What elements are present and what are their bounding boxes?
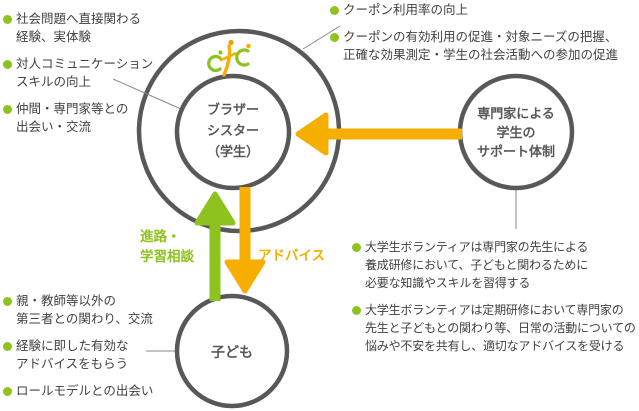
list-item-text: 社会問題へ直接関わる 経験、実体験: [16, 12, 142, 44]
list-item: クーポン利用率の向上: [330, 1, 618, 19]
student-benefits-list: 社会問題へ直接関わる 経験、実体験 対人コミュニケーション スキルの向上 仲間・…: [3, 10, 153, 136]
bullet-icon: [352, 243, 361, 252]
list-item-text: 仲間・専門家等との 出会い・交流: [16, 102, 129, 134]
list-item-text: 大学生ボランティアは定期研修において専門家の 先生と子どもとの関わり等、日常の活…: [365, 303, 636, 353]
list-item: ロールモデルとの出会い: [3, 382, 153, 400]
child-circle: [174, 293, 290, 409]
bullet-icon: [3, 297, 12, 306]
bullet-icon: [3, 60, 12, 69]
list-item: 経験に即した有効な アドバイスをもらう: [3, 337, 153, 373]
list-item: 社会問題へ直接関わる 経験、実体験: [3, 10, 153, 46]
training-notes-list: 大学生ボランティアは専門家の先生による 養成研修において、子どもと関わるために …: [352, 238, 636, 355]
connector-line-left-list: [112, 78, 182, 110]
list-item-text: 経験に即した有効な アドバイスをもらう: [16, 339, 129, 371]
list-item-text: クーポンの有効利用の促進・対象ニーズの把握、 正確な効果測定・学生の社会活動への…: [343, 30, 619, 62]
advice-arrow: [224, 187, 266, 294]
list-item: クーポンの有効利用の促進・対象ニーズの把握、 正確な効果測定・学生の社会活動への…: [330, 28, 618, 64]
consult-arrow-label: 進路・ 学習相談: [140, 229, 194, 264]
bullet-icon: [330, 33, 339, 42]
bullet-icon: [330, 6, 339, 15]
list-item: 対人コミュニケーション スキルの向上: [3, 55, 153, 91]
advice-arrow-label: アドバイス: [258, 248, 326, 263]
list-item: 親・教師等以外の 第三者との関わり、交流: [3, 292, 153, 328]
bullet-icon: [352, 306, 361, 315]
list-item: 大学生ボランティアは定期研修において専門家の 先生と子どもとの関わり等、日常の活…: [352, 301, 636, 355]
student-circle-label: ブラザー シスター （学生）: [206, 102, 259, 159]
list-item-text: 親・教師等以外の 第三者との関わり、交流: [16, 294, 153, 326]
student-circle: [174, 73, 292, 191]
bullet-icon: [3, 387, 12, 396]
bullet-icon: [3, 105, 12, 114]
child-circle-label: 子ども: [211, 344, 253, 360]
coupon-benefits-list: クーポン利用率の向上 クーポンの有効利用の促進・対象ニーズの把握、 正確な効果測…: [330, 1, 618, 64]
connector-line-coupon-list: [302, 25, 341, 50]
list-item-text: クーポン利用率の向上: [343, 3, 469, 17]
cfc-logo-icon: [207, 39, 251, 77]
list-item-text: 大学生ボランティアは専門家の先生による 養成研修において、子どもと関わるために …: [365, 240, 589, 290]
bullet-icon: [3, 15, 12, 24]
child-benefits-list: 親・教師等以外の 第三者との関わり、交流 経験に即した有効な アドバイスをもらう…: [3, 292, 153, 400]
list-item-text: 対人コミュニケーション スキルの向上: [16, 57, 154, 89]
support-arrow: [295, 112, 462, 156]
expert-circle-label: 専門家による 学生の サポート体制: [476, 106, 555, 159]
list-item-text: ロールモデルとの出会い: [16, 384, 154, 398]
list-item: 仲間・専門家等との 出会い・交流: [3, 100, 153, 136]
bullet-icon: [3, 342, 12, 351]
consult-arrow: [194, 191, 236, 301]
list-item: 大学生ボランティアは専門家の先生による 養成研修において、子どもと関わるために …: [352, 238, 636, 292]
